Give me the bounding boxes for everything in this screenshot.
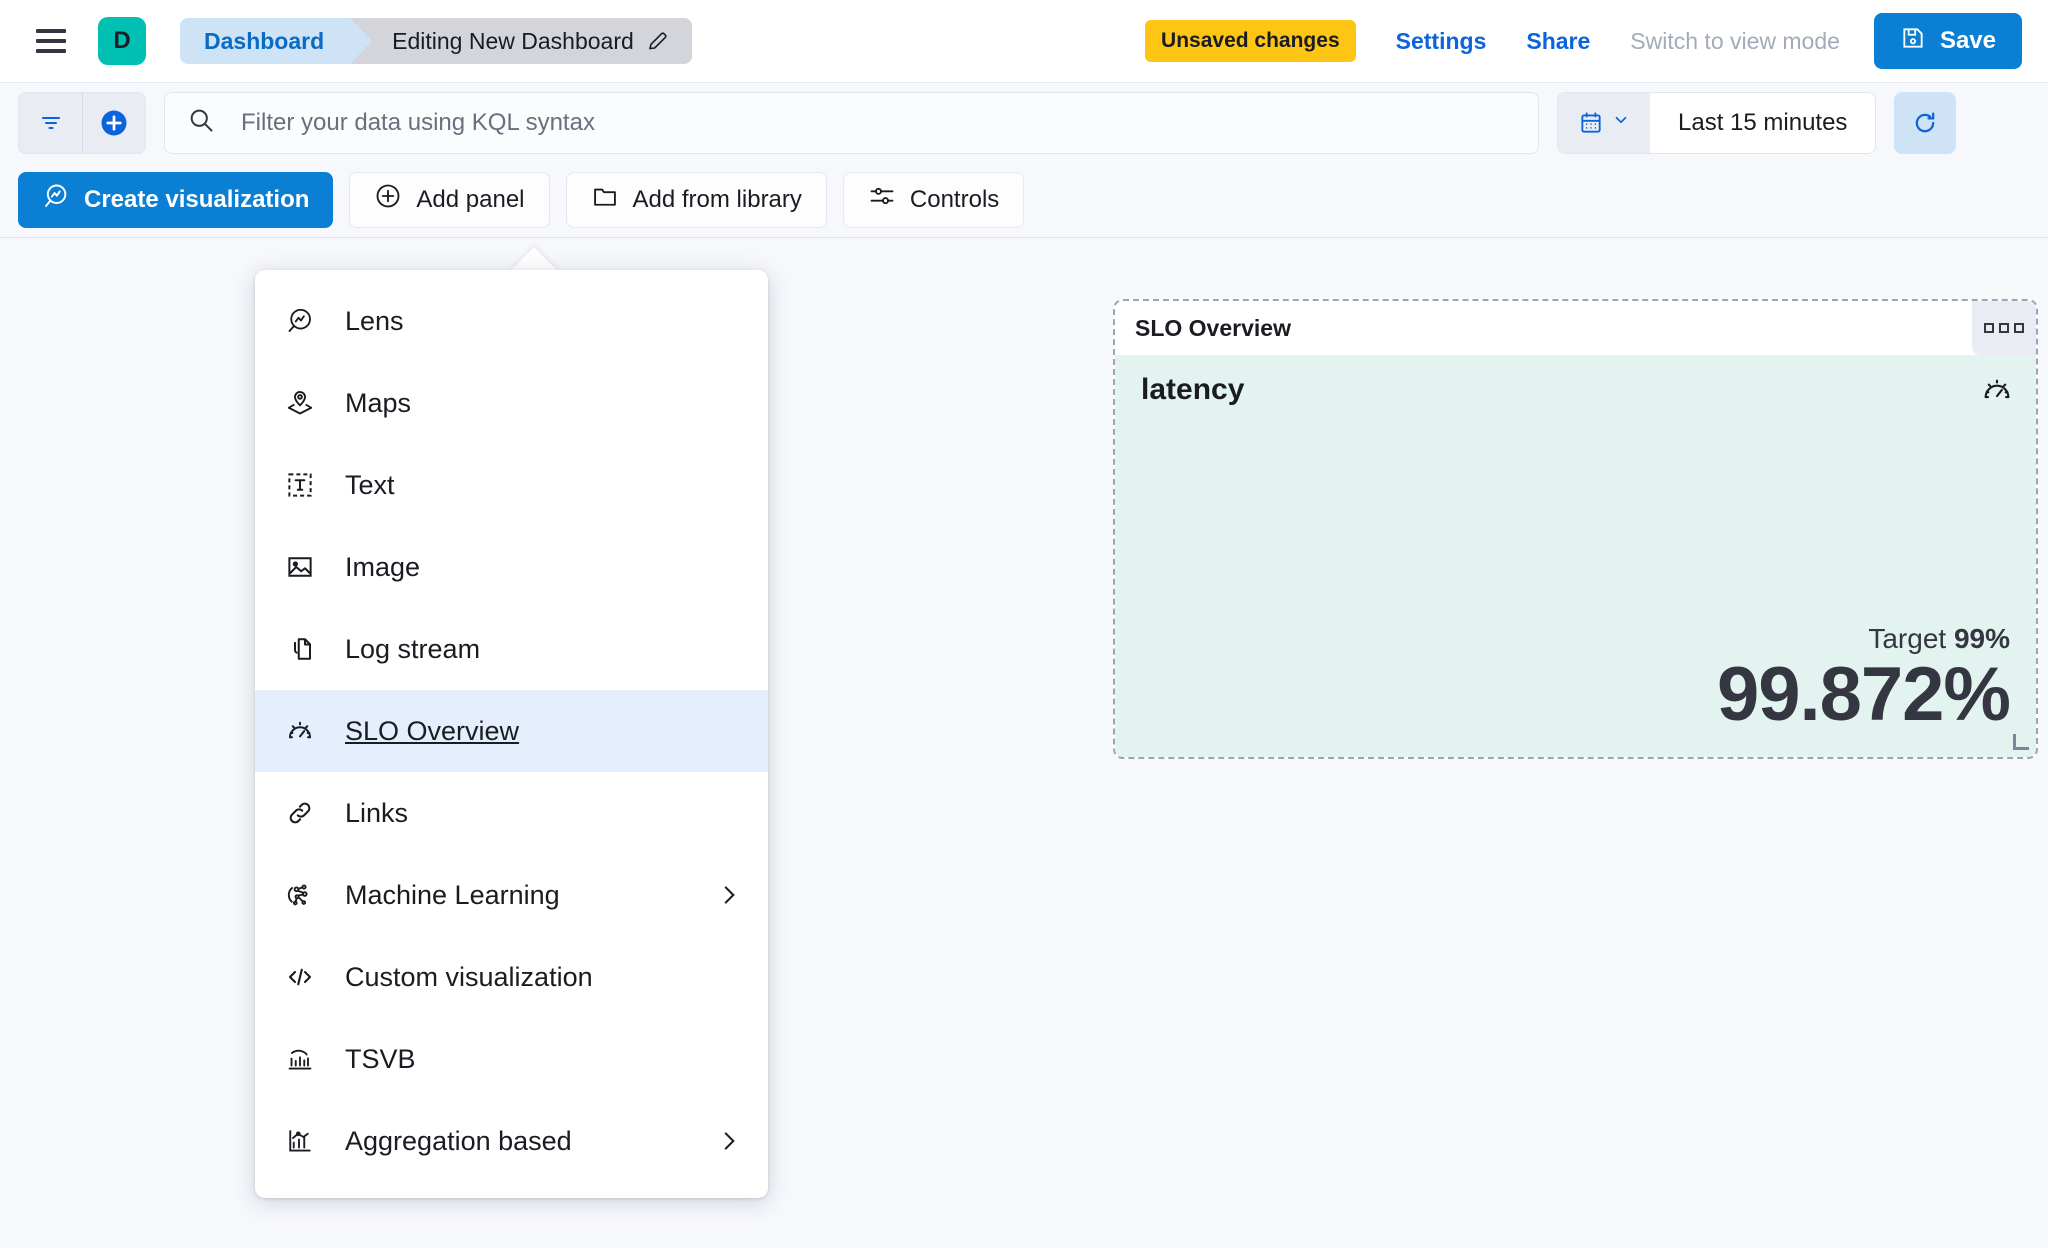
add-circle-icon[interactable] — [82, 92, 145, 153]
folder-icon — [591, 182, 619, 217]
top-header-bar: D Dashboard Editing New Dashboard Unsave… — [0, 0, 2048, 83]
search-input[interactable]: Filter your data using KQL syntax — [164, 91, 1539, 154]
controls-label: Controls — [909, 185, 1000, 213]
pencil-icon[interactable] — [646, 29, 670, 53]
resize-corner-icon[interactable] — [2013, 734, 2029, 750]
menu-item-machine-learning[interactable]: Machine Learning — [255, 854, 768, 936]
slo-overview-panel[interactable]: SLO Overview latency Target — [1113, 299, 2038, 759]
menu-item-label: Text — [345, 469, 395, 500]
image-icon — [281, 552, 319, 582]
menu-item-slo-overview[interactable]: SLO Overview — [255, 690, 768, 772]
slo-sli-value: 99.872% — [1716, 652, 2011, 738]
refresh-icon[interactable] — [1894, 91, 1957, 154]
create-visualization-button[interactable]: Create visualization — [18, 171, 334, 228]
menu-item-label: Log stream — [345, 633, 481, 664]
map-marker-icon — [281, 388, 319, 418]
settings-link[interactable]: Settings — [1395, 27, 1487, 54]
search-icon — [187, 106, 215, 139]
add-panel-button[interactable]: Add panel — [349, 171, 550, 228]
chevron-right-icon — [716, 1128, 742, 1154]
tsvb-icon — [281, 1044, 319, 1074]
menu-item-maps[interactable]: Maps — [255, 362, 768, 444]
hamburger-menu-icon[interactable] — [36, 29, 66, 53]
search-input-placeholder: Filter your data using KQL syntax — [241, 108, 595, 136]
menu-caret — [510, 247, 558, 271]
gauge-icon — [1980, 373, 2014, 412]
space-avatar-initial: D — [113, 27, 131, 54]
dashboard-canvas: Lens Maps Text — [0, 238, 2048, 1248]
link-icon — [281, 798, 319, 828]
code-icon — [281, 962, 319, 992]
controls-button[interactable]: Controls — [842, 171, 1025, 228]
menu-item-label: Image — [345, 551, 421, 582]
context-square — [2014, 323, 2024, 333]
time-range-value[interactable]: Last 15 minutes — [1650, 92, 1876, 153]
breadcrumb-dashboard[interactable]: Dashboard — [180, 18, 373, 64]
chevron-right-icon — [716, 882, 742, 908]
menu-item-log-stream[interactable]: Log stream — [255, 608, 768, 690]
slo-panel-body: latency Target 99% 99.872% — [1115, 355, 2036, 757]
context-square — [1999, 323, 2009, 333]
time-picker: Last 15 minutes — [1557, 91, 1877, 154]
lens-icon — [281, 306, 319, 336]
query-bar: Filter your data using KQL syntax Last 1… — [0, 83, 2048, 162]
menu-item-image[interactable]: Image — [255, 526, 768, 608]
menu-item-text[interactable]: Text — [255, 444, 768, 526]
menu-item-tsvb[interactable]: TSVB — [255, 1018, 768, 1100]
slo-target-label: Target — [1868, 623, 1947, 655]
breadcrumb-current-label: Editing New Dashboard — [392, 27, 634, 54]
menu-item-label: Lens — [345, 305, 404, 336]
create-visualization-label: Create visualization — [84, 185, 310, 213]
menu-item-label: SLO Overview — [345, 715, 520, 746]
menu-item-links[interactable]: Links — [255, 772, 768, 854]
space-avatar[interactable]: D — [98, 17, 146, 65]
panel-header: SLO Overview — [1115, 301, 2036, 355]
gauge-icon — [281, 716, 319, 746]
menu-item-label: TSVB — [345, 1043, 416, 1074]
menu-item-label: Aggregation based — [345, 1125, 572, 1156]
plus-circle-icon — [374, 182, 402, 217]
add-from-library-button[interactable]: Add from library — [565, 171, 827, 228]
ml-nodes-icon — [281, 880, 319, 910]
header-actions: Unsaved changes Settings Share Switch to… — [1145, 13, 2022, 69]
filter-icon[interactable] — [19, 93, 82, 153]
save-button[interactable]: Save — [1873, 13, 2022, 69]
menu-item-label: Custom visualization — [345, 961, 593, 992]
slo-target-row: Target 99% — [1141, 623, 2010, 655]
sliders-icon — [868, 182, 896, 217]
menu-item-label: Machine Learning — [345, 879, 560, 910]
status-badge[interactable]: Unsaved changes — [1145, 20, 1356, 62]
menu-item-label: Links — [345, 797, 409, 828]
panel-context-menu-icon[interactable] — [1972, 301, 2036, 355]
save-disk-icon — [1900, 25, 1926, 58]
log-stream-icon — [281, 634, 319, 664]
save-button-label: Save — [1939, 27, 1996, 54]
slo-target-value: 99% — [1953, 623, 2010, 655]
agg-chart-icon — [281, 1126, 319, 1156]
lens-icon — [42, 182, 70, 217]
add-from-library-label: Add from library — [632, 185, 802, 213]
dashboard-editing-toolbar: Create visualization Add panel Add from … — [0, 162, 2048, 238]
slo-stats: Target 99% 99.872% — [1141, 623, 2011, 738]
slo-name: latency — [1141, 373, 1245, 406]
menu-item-lens[interactable]: Lens — [255, 280, 768, 362]
add-panel-label: Add panel — [416, 185, 525, 213]
text-box-icon — [281, 470, 319, 500]
breadcrumb-dashboard-label: Dashboard — [204, 27, 325, 54]
menu-item-label: Maps — [345, 387, 412, 418]
chevron-down-icon — [1612, 111, 1630, 134]
calendar-icon[interactable] — [1558, 92, 1650, 153]
add-panel-menu: Lens Maps Text — [255, 270, 768, 1198]
menu-item-custom-visualization[interactable]: Custom visualization — [255, 936, 768, 1018]
breadcrumb: Dashboard Editing New Dashboard — [180, 18, 692, 64]
switch-to-view-mode-link[interactable]: Switch to view mode — [1630, 27, 1840, 54]
context-square — [1984, 323, 1994, 333]
filter-controls-group — [18, 91, 146, 154]
panel-title: SLO Overview — [1135, 314, 1291, 341]
share-link[interactable]: Share — [1526, 27, 1591, 54]
breadcrumb-current[interactable]: Editing New Dashboard — [350, 18, 692, 64]
menu-item-aggregation-based[interactable]: Aggregation based — [255, 1100, 768, 1182]
